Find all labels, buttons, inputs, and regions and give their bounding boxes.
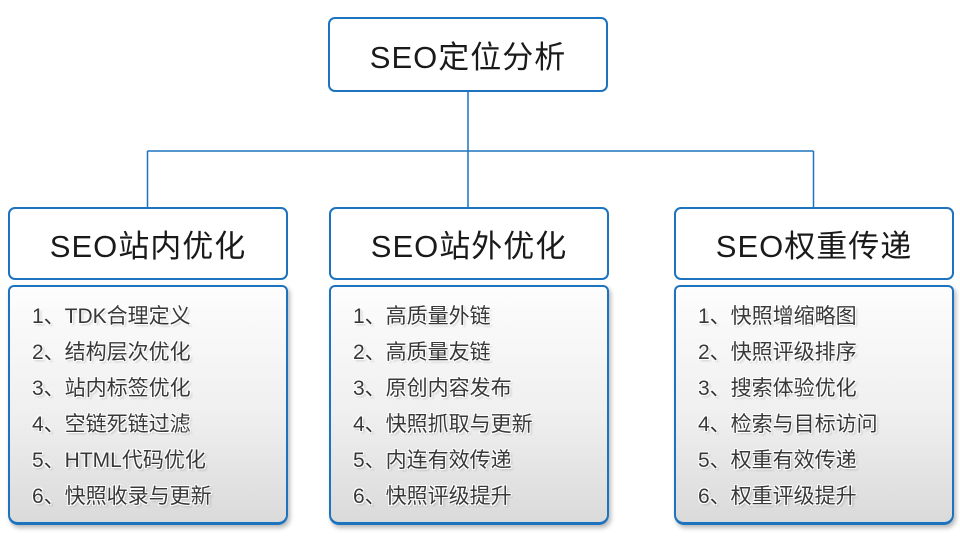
branch-weight-header: SEO权重传递 — [674, 207, 954, 280]
branch-weight-title: SEO权重传递 — [715, 229, 913, 264]
branch-onsite-header: SEO站内优化 — [8, 207, 288, 280]
branch-offsite-title: SEO站外优化 — [370, 229, 568, 264]
list-item: 3、原创内容发布 — [353, 377, 512, 400]
list-item: 4、空链死链过滤 — [32, 413, 191, 436]
list-item: 1、TDK合理定义 — [32, 305, 191, 328]
branch-offsite-list: 1、高质量外链 2、高质量友链 3、原创内容发布 4、快照抓取与更新 5、内连有… — [329, 285, 609, 525]
branch-onsite-list: 1、TDK合理定义 2、结构层次优化 3、站内标签优化 4、空链死链过滤 5、H… — [8, 285, 288, 525]
branch-onsite-title: SEO站内优化 — [49, 229, 247, 264]
list-item: 4、检索与目标访问 — [698, 413, 878, 436]
list-item: 5、HTML代码优化 — [32, 449, 206, 472]
root-node-label: SEO定位分析 — [369, 40, 567, 75]
list-item: 1、快照增缩略图 — [698, 305, 857, 328]
list-item: 3、站内标签优化 — [32, 377, 191, 400]
list-item: 6、快照评级提升 — [353, 485, 512, 508]
list-item: 5、权重有效传递 — [698, 449, 857, 472]
branch-offsite-header: SEO站外优化 — [329, 207, 609, 280]
list-item: 6、权重评级提升 — [698, 485, 857, 508]
list-item: 3、搜索体验优化 — [698, 377, 857, 400]
list-item: 5、内连有效传递 — [353, 449, 512, 472]
root-node: SEO定位分析 — [328, 17, 608, 92]
list-item: 2、结构层次优化 — [32, 341, 191, 364]
list-item: 6、快照收录与更新 — [32, 485, 212, 508]
list-item: 4、快照抓取与更新 — [353, 413, 533, 436]
list-item: 2、快照评级排序 — [698, 341, 857, 364]
list-item: 2、高质量友链 — [353, 341, 491, 364]
branch-weight-list: 1、快照增缩略图 2、快照评级排序 3、搜索体验优化 4、检索与目标访问 5、权… — [674, 285, 954, 525]
list-item: 1、高质量外链 — [353, 305, 491, 328]
